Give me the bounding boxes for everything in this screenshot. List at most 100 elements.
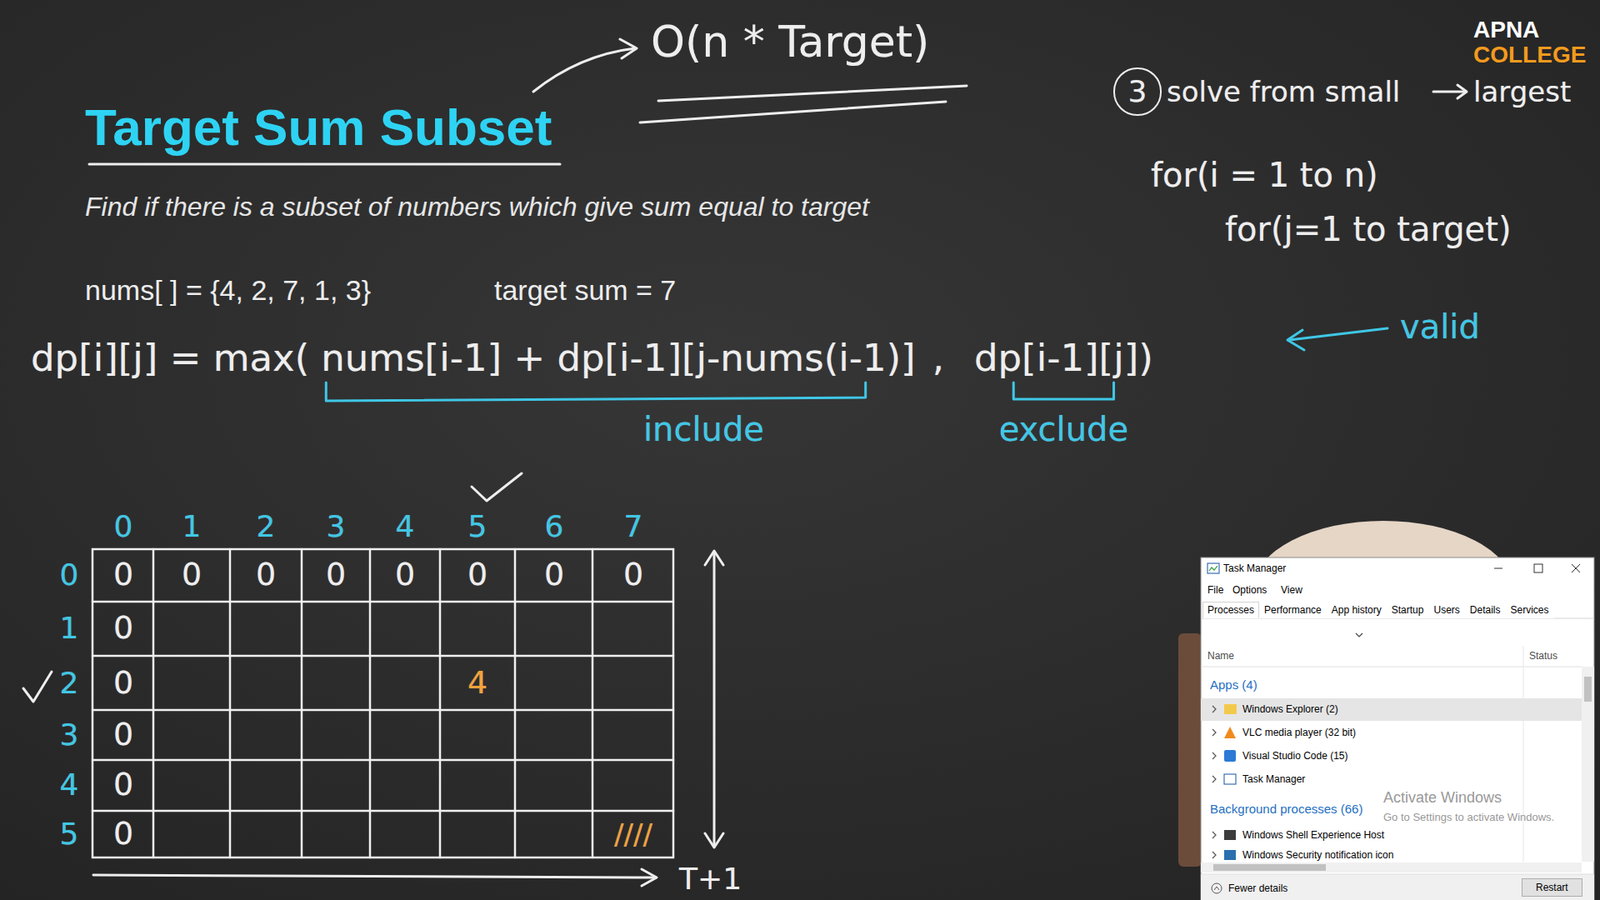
process-name: Task Manager — [1242, 773, 1305, 785]
row-index: 3 — [60, 716, 80, 753]
column-index: 4 — [395, 508, 415, 545]
step-text: largest — [1473, 75, 1571, 110]
annotation: include — [643, 409, 765, 450]
table-cell: 0 — [113, 664, 134, 703]
button: Restart — [1521, 878, 1583, 897]
table-cell: 0 — [623, 555, 644, 595]
explorer-icon — [1224, 704, 1237, 715]
table-cell: 0 — [395, 555, 415, 595]
table-cell: 4 — [467, 664, 488, 703]
column-index: 0 — [114, 508, 134, 545]
footer-line — [1200, 874, 1595, 875]
column-divider — [1523, 645, 1525, 862]
expand-chevron — [1212, 851, 1216, 859]
column-index: 7 — [624, 508, 644, 545]
column-header: Status — [1529, 650, 1558, 662]
logo-text: APNA — [1473, 18, 1540, 42]
process-name: VLC media player (32 bit) — [1242, 726, 1356, 739]
maximize-icon — [1534, 564, 1543, 573]
input-array: nums[ ] = {4, 2, 7, 1, 3} — [85, 273, 371, 308]
table-cell: 0 — [467, 555, 488, 595]
arrow-head — [1287, 330, 1305, 350]
dp-table-grid — [92, 549, 674, 858]
table-cell: //// — [614, 817, 653, 852]
dimension-arrow — [713, 552, 716, 846]
column-index: 6 — [545, 508, 565, 545]
group-header: Background processes (66) — [1210, 801, 1363, 817]
underline — [658, 85, 967, 101]
table-cell: 0 — [113, 715, 134, 755]
close-icon — [1571, 564, 1580, 573]
tab: Users — [1428, 601, 1465, 619]
arrow-head — [705, 550, 724, 565]
dimension-arrow — [93, 875, 655, 878]
grid-line — [92, 759, 674, 762]
header-line — [1200, 666, 1582, 668]
app-icon-graph — [1209, 565, 1218, 571]
process-name: Windows Security notification icon — [1242, 849, 1394, 861]
formula-part: nums[i-1] + dp[i-1][j-nums(i-1)] — [320, 335, 915, 381]
shell-icon — [1224, 830, 1236, 840]
step-text: solve from small — [1166, 75, 1400, 110]
watermark: Go to Settings to activate Windows. — [1383, 810, 1555, 825]
fewer-details-chevron — [1214, 886, 1220, 890]
dimension-label: T+1 — [679, 860, 742, 897]
loop-code: for(i = 1 to n) — [1150, 155, 1379, 195]
window-title: Task Manager — [1223, 562, 1286, 575]
scroll-thumb — [1213, 864, 1326, 871]
pointer-arrow — [533, 48, 635, 92]
row-index: 1 — [60, 610, 80, 646]
brace-bracket — [325, 382, 865, 401]
table-cell: 0 — [113, 765, 134, 805]
scroll-thumb — [1584, 676, 1592, 702]
step-arrow — [1433, 90, 1465, 94]
loop-code: for(j=1 to target) — [1225, 209, 1512, 250]
vscode-icon — [1224, 750, 1236, 762]
table-cell: 0 — [325, 555, 346, 595]
table-cell: 0 — [113, 555, 134, 595]
table-cell: 0 — [544, 555, 565, 595]
group-header: Apps (4) — [1210, 677, 1258, 693]
node-text: Restart — [1535, 881, 1569, 894]
row-index: 0 — [60, 556, 80, 593]
arrow-head — [641, 869, 657, 886]
taskmgr-icon — [1224, 774, 1236, 785]
expand-chevron — [1212, 752, 1216, 760]
row-index: 4 — [60, 766, 80, 803]
grid-line — [92, 600, 674, 604]
chalk-strokes — [23, 39, 1467, 702]
grid-line — [92, 709, 674, 712]
check-mark — [471, 473, 522, 501]
security-icon — [1224, 850, 1236, 860]
menu-item: View — [1280, 584, 1303, 596]
tab: Services — [1505, 601, 1555, 619]
pointer-arrow — [1289, 328, 1388, 340]
annotation: exclude — [999, 409, 1129, 450]
annotation: valid — [1400, 306, 1480, 347]
vertical-scrollbar — [1581, 666, 1595, 862]
title: Target Sum Subset — [85, 96, 552, 159]
dimension-arrows — [93, 550, 724, 886]
process-name: Visual Studio Code (15) — [1242, 750, 1349, 762]
expand-chevron — [1212, 831, 1216, 839]
column-index: 5 — [468, 508, 488, 545]
expand-chevron — [1212, 729, 1216, 736]
footer-bar — [1200, 874, 1595, 900]
window-frame — [1200, 557, 1595, 900]
task-manager-window — [1200, 557, 1595, 900]
footer-link: Fewer details — [1228, 882, 1288, 895]
fewer-details-icon — [1211, 883, 1222, 894]
vlc-icon — [1224, 726, 1236, 739]
tab: Startup — [1386, 601, 1430, 619]
menu-item: Options — [1232, 584, 1267, 596]
horizontal-scrollbar — [1200, 862, 1582, 873]
expand-chevrons — [1212, 705, 1216, 859]
table-cell: 0 — [113, 609, 134, 648]
menu-item: File — [1207, 584, 1224, 596]
process-name: Windows Shell Experience Host — [1242, 829, 1385, 841]
arrow-head — [705, 833, 724, 848]
brace-bracket — [1013, 382, 1114, 400]
tab: Details — [1465, 601, 1506, 619]
